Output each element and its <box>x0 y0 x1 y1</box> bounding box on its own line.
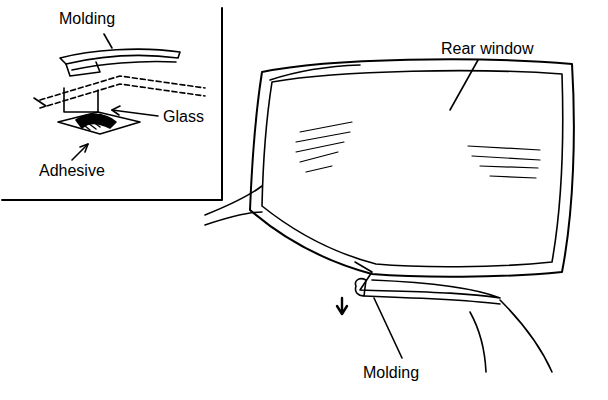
part-label: Molding <box>58 10 116 28</box>
part-label: Glass <box>162 108 205 126</box>
part-label: Adhesive <box>38 162 106 180</box>
part-label: Molding <box>362 364 420 382</box>
part-label: Rear window <box>440 40 534 58</box>
